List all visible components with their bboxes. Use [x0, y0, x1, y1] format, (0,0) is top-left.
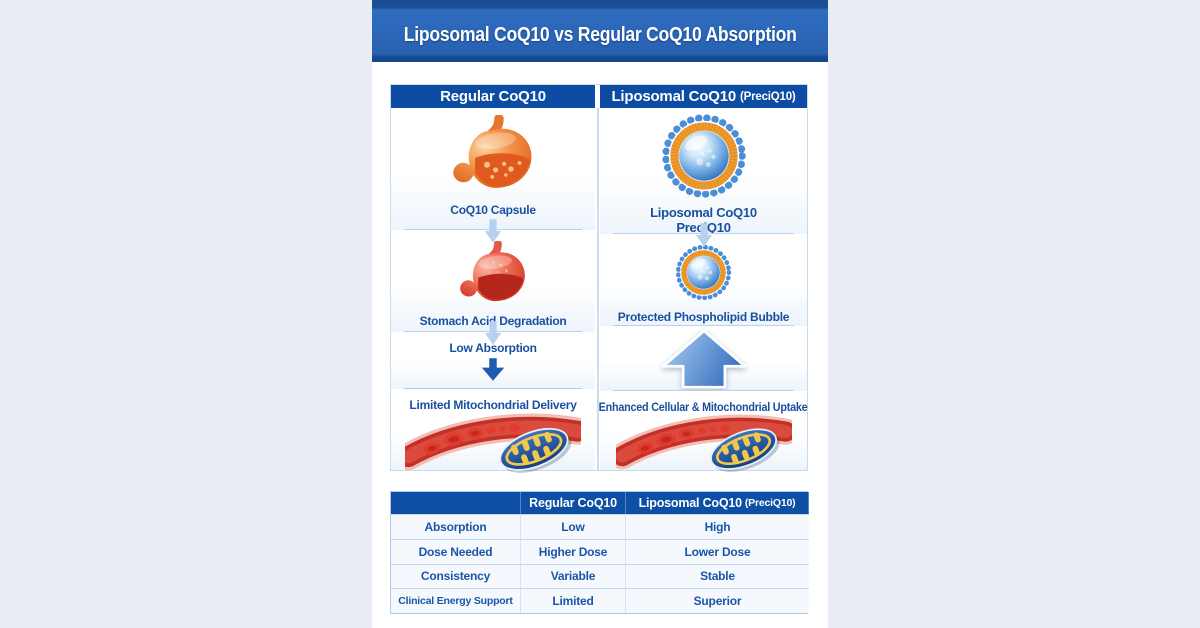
- liposomal-step4-label: Enhanced Cellular & Mitochondrial Uptake: [599, 400, 808, 414]
- liposome-large-icon-wrap: [661, 113, 747, 204]
- table-row-label: Clinical Energy Support: [391, 588, 521, 613]
- section-divider: [613, 390, 794, 391]
- liposomal-column-header-label: Liposomal CoQ10: [611, 88, 736, 105]
- table-header-liposomal-suffix: (PreciQ10): [744, 497, 796, 509]
- regular-column-header-label: Regular CoQ10: [440, 88, 546, 105]
- stomach-capsule-icon-wrap: [446, 113, 540, 199]
- comparison-diagram: Regular CoQ10: [390, 84, 808, 473]
- regular-step3-label: Low Absorption: [449, 341, 537, 356]
- table-cell: Stable: [626, 563, 809, 589]
- big-up-arrow-icon: [661, 329, 746, 389]
- comparison-table: Regular CoQ10 Liposomal CoQ10 (PreciQ10)…: [390, 491, 809, 614]
- regular-column-header: Regular CoQ10: [391, 85, 596, 108]
- table-cell: Low: [521, 514, 626, 539]
- bold-down-arrow-icon-wrap: [479, 358, 507, 381]
- stomach-capsule-icon: [453, 113, 532, 188]
- page-title: Liposomal CoQ10 vs Regular CoQ10 Absorpt…: [403, 24, 797, 46]
- regular-coq10-column: Regular CoQ10: [391, 85, 596, 473]
- section-divider: [404, 388, 583, 389]
- liposomal-step2-label: Protected Phospholipid Bubble: [617, 310, 790, 324]
- table-header-regular: Regular CoQ10: [521, 492, 626, 514]
- section-divider: [613, 325, 794, 327]
- regular-step1-label: CoQ10 Capsule: [450, 203, 536, 217]
- table-row-label: Consistency: [391, 563, 521, 589]
- regular-step-degradation: Stomach Acid Degradation: [391, 229, 596, 345]
- column-divider: [596, 108, 599, 470]
- title-bar: Liposomal CoQ10 vs Regular CoQ10 Absorpt…: [372, 0, 828, 62]
- table-row-label: Dose Needed: [391, 538, 521, 564]
- column-gap: [595, 85, 600, 470]
- blood-vessel-mitochondria-icon-wrap: [608, 414, 799, 472]
- liposomal-step-uptake-arrow: [600, 326, 807, 391]
- table-cell: Superior: [626, 588, 809, 613]
- table-row-label: Absorption: [391, 514, 521, 539]
- liposomal-step-uptake: Enhanced Cellular & Mitochondrial Uptake: [599, 391, 808, 472]
- table-cell: Limited: [521, 588, 626, 613]
- connector-down-arrow-icon: [484, 218, 502, 243]
- big-up-arrow-icon-wrap: [654, 328, 754, 390]
- liposome-small-icon-wrap: [675, 244, 732, 306]
- liposomal-column-header-suffix: (PreciQ10): [740, 90, 796, 103]
- table-header-blank: [391, 492, 521, 514]
- table-header-liposomal-main: Liposomal CoQ10: [638, 496, 742, 510]
- stomach-acid-icon: [460, 239, 525, 301]
- liposomal-column-header: Liposomal CoQ10 (PreciQ10): [600, 85, 807, 108]
- table-cell: Variable: [521, 563, 626, 589]
- regular-step-capsule: CoQ10 Capsule: [391, 108, 596, 243]
- blood-vessel-mitochondria-icon: [608, 414, 799, 472]
- liposome-large-icon: [661, 114, 746, 198]
- regular-step-delivery: Limited Mitochondrial Delivery: [391, 389, 596, 473]
- liposomal-coq10-column: Liposomal CoQ10 (PreciQ10): [599, 85, 808, 472]
- liposomal-step-protection: Protected Phospholipid Bubble: [600, 234, 807, 327]
- liposomal-step-product: Liposomal CoQ10 PreciQ10: [600, 108, 807, 247]
- bold-down-arrow-icon: [481, 358, 505, 381]
- content-panel: Liposomal CoQ10 vs Regular CoQ10 Absorpt…: [372, 0, 828, 628]
- liposome-small-icon: [675, 244, 732, 301]
- regular-step4-label: Limited Mitochondrial Delivery: [409, 398, 577, 412]
- liposomal-step1-line1: Liposomal CoQ10: [650, 205, 757, 220]
- table-cell: High: [626, 514, 809, 539]
- connector-down-arrow-icon: [695, 223, 713, 247]
- blood-vessel-mitochondria-icon: [394, 413, 592, 473]
- table-cell: Higher Dose: [521, 538, 626, 564]
- stomach-acid-icon-wrap: [454, 239, 532, 311]
- regular-step2-label: Stomach Acid Degradation: [419, 313, 567, 328]
- blood-vessel-mitochondria-icon-wrap: [394, 413, 592, 473]
- table-cell: Lower Dose: [626, 538, 809, 564]
- table-header-liposomal: Liposomal CoQ10 (PreciQ10): [626, 492, 809, 514]
- connector-down-arrow-icon: [484, 321, 502, 345]
